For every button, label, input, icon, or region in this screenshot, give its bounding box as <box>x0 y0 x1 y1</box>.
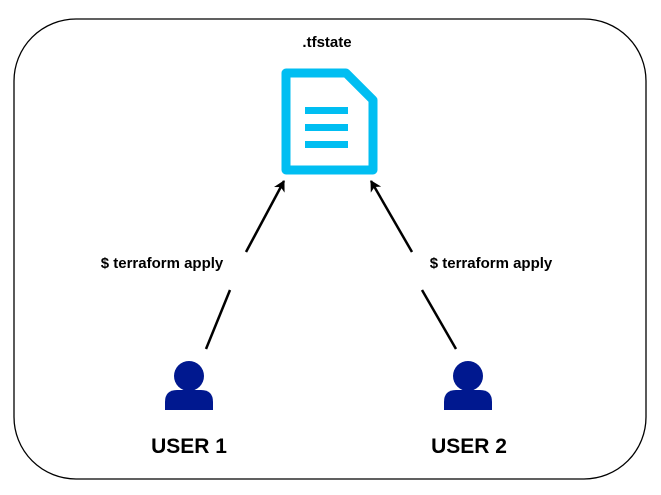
apply-arrow-right <box>369 180 458 350</box>
user-label-1: USER 1 <box>151 435 227 458</box>
document-icon <box>281 68 378 175</box>
command-label-right: $ terraform apply <box>430 255 553 272</box>
user-icon <box>444 361 492 410</box>
command-label-left: $ terraform apply <box>101 255 224 272</box>
user-icon <box>165 361 213 410</box>
apply-arrow-left <box>204 180 286 350</box>
diagram-container <box>13 18 647 480</box>
user-label-2: USER 2 <box>431 435 507 458</box>
state-file-label: .tfstate <box>302 34 351 51</box>
